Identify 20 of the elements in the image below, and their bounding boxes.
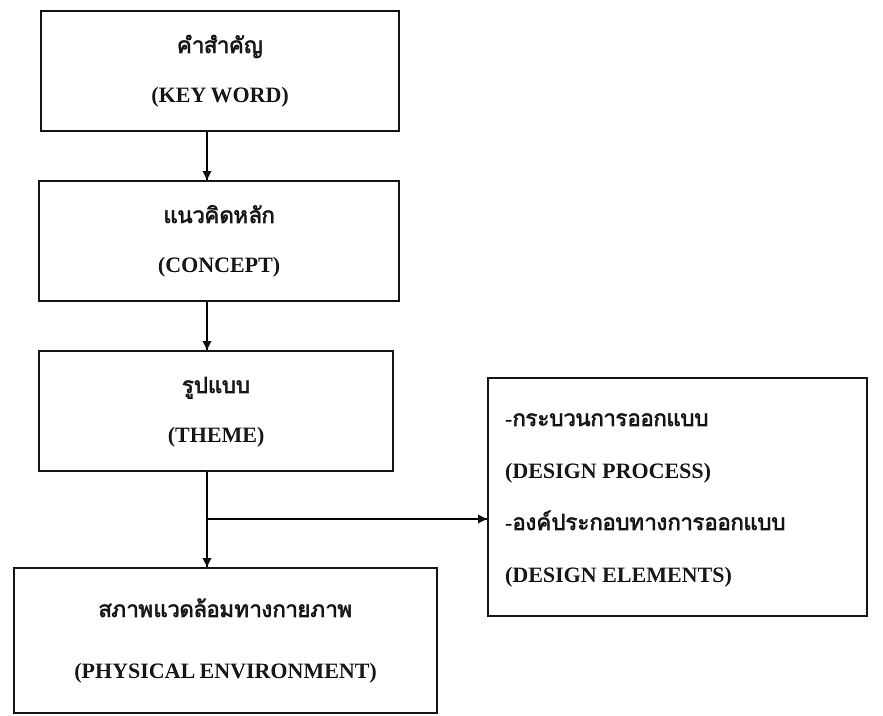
list-item: -องค์ประกอบทางการออกแบบ bbox=[505, 510, 786, 536]
english-heading: (CONCEPT) bbox=[158, 252, 280, 279]
arrow bbox=[202, 302, 212, 350]
thai-heading: คำสำคัญ bbox=[177, 33, 263, 60]
list-item: (DESIGN ELEMENTS) bbox=[505, 562, 732, 588]
arrow bbox=[202, 132, 212, 180]
thai-heading: รูปแบบ bbox=[182, 373, 250, 400]
thai-heading: สภาพแวดล้อมทางกายภาพ bbox=[98, 596, 352, 623]
process-box bbox=[13, 567, 438, 714]
process-box bbox=[38, 180, 400, 302]
list-item: (DESIGN PROCESS) bbox=[505, 458, 711, 484]
english-heading: (KEY WORD) bbox=[151, 82, 289, 109]
process-box bbox=[487, 377, 868, 617]
process-box bbox=[40, 10, 400, 132]
list-item: -กระบวนการออกแบบ bbox=[505, 406, 708, 432]
process-box bbox=[38, 350, 394, 472]
english-heading: (PHYSICAL ENVIRONMENT) bbox=[74, 658, 377, 684]
english-heading: (THEME) bbox=[168, 422, 264, 449]
thai-heading: แนวคิดหลัก bbox=[164, 203, 274, 230]
arrow bbox=[206, 472, 487, 524]
